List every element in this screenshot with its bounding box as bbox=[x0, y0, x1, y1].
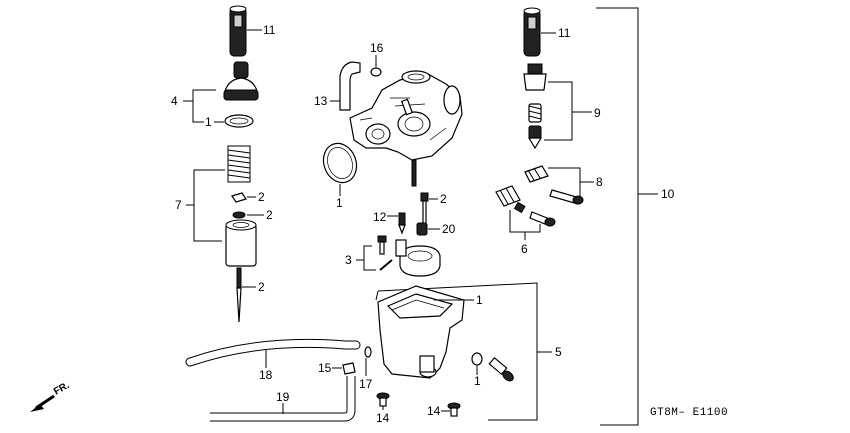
part-chamber-screw-right bbox=[447, 402, 461, 417]
callout-17: 17 bbox=[359, 377, 373, 391]
part-drain-washer bbox=[471, 352, 483, 366]
part-throttle-valve bbox=[225, 219, 257, 267]
part-top-cap bbox=[223, 61, 259, 101]
callout-15: 15 bbox=[318, 361, 332, 375]
callout-3: 3 bbox=[345, 253, 352, 267]
part-float-pin bbox=[379, 259, 393, 271]
callout-16: 16 bbox=[370, 41, 384, 55]
part-tube-clip bbox=[370, 67, 382, 77]
callout-14-left: 14 bbox=[376, 411, 390, 425]
part-air-screw-set bbox=[495, 185, 556, 227]
callout-1-body: 1 bbox=[336, 196, 343, 210]
part-small-clip bbox=[364, 346, 372, 358]
callout-2-plate: 2 bbox=[266, 208, 273, 222]
part-slow-jet bbox=[416, 222, 428, 236]
callout-1-drain: 1 bbox=[474, 374, 481, 388]
part-cap-gasket bbox=[224, 114, 254, 128]
front-direction-arrow bbox=[30, 394, 55, 412]
diagram-code: GT8M– E1100 bbox=[650, 407, 728, 419]
callout-2-clip: 2 bbox=[258, 190, 265, 204]
callout-12: 12 bbox=[373, 210, 387, 224]
part-float-screw bbox=[377, 235, 387, 255]
callout-6: 6 bbox=[521, 242, 528, 256]
group-bracket-10 bbox=[596, 7, 639, 426]
callout-14-right: 14 bbox=[427, 404, 441, 418]
callout-8: 8 bbox=[596, 175, 603, 189]
part-float bbox=[395, 239, 441, 277]
part-needle-clip bbox=[231, 192, 247, 203]
callout-19: 19 bbox=[276, 390, 290, 404]
callout-13: 13 bbox=[314, 94, 328, 108]
part-chamber-screw-left bbox=[376, 392, 390, 407]
callout-2-needle: 2 bbox=[258, 280, 265, 294]
part-cable-adjuster-left bbox=[229, 5, 247, 57]
callout-2-jet: 2 bbox=[440, 192, 447, 206]
callout-7: 7 bbox=[175, 198, 182, 212]
callout-5: 5 bbox=[555, 345, 562, 359]
callout-11-right: 11 bbox=[558, 26, 571, 40]
part-drain-screw bbox=[488, 356, 514, 382]
callout-9: 9 bbox=[594, 106, 601, 120]
front-direction-label: FR. bbox=[52, 380, 72, 398]
part-carburetor-body bbox=[349, 70, 463, 187]
part-choke-plunger bbox=[523, 63, 547, 150]
callout-11-left: 11 bbox=[263, 23, 276, 37]
part-tube-clamp bbox=[342, 362, 356, 375]
callout-20: 20 bbox=[442, 222, 456, 236]
callout-4: 4 bbox=[171, 94, 178, 108]
callout-18: 18 bbox=[259, 368, 273, 382]
part-float-chamber bbox=[377, 285, 465, 379]
part-body-o-ring bbox=[322, 142, 358, 184]
callout-1-chamber: 1 bbox=[476, 293, 483, 307]
part-jet-needle bbox=[236, 267, 242, 323]
callout-1-cap: 1 bbox=[205, 115, 212, 129]
part-jet-screw bbox=[420, 192, 429, 226]
part-throttle-spring bbox=[227, 145, 251, 183]
part-float-valve bbox=[398, 212, 406, 235]
part-pilot-screw-set bbox=[524, 165, 584, 205]
part-clip-plate bbox=[232, 211, 246, 219]
callout-10: 10 bbox=[661, 187, 675, 201]
part-vent-tube bbox=[339, 61, 361, 111]
part-cable-adjuster-right bbox=[523, 7, 541, 57]
